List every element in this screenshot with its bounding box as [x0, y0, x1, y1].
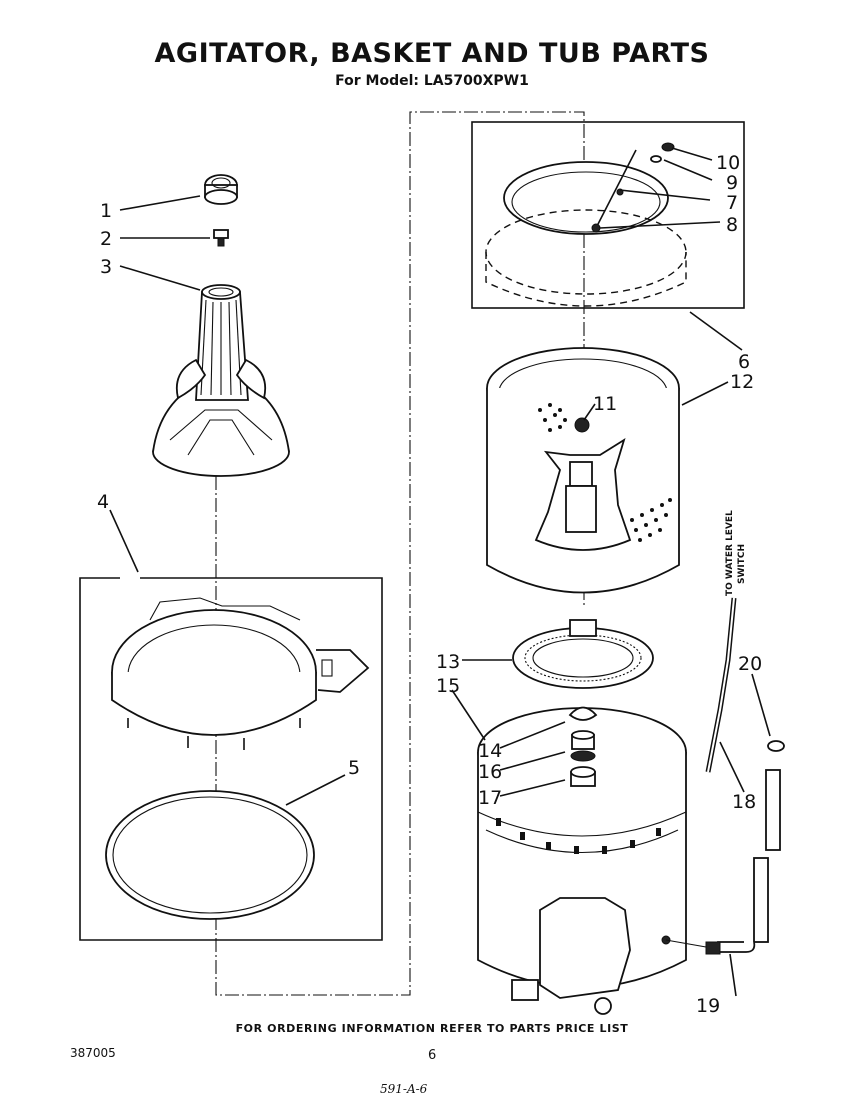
- callout-2: 2: [100, 228, 112, 250]
- handwritten-note: 591-A-6: [380, 1082, 428, 1096]
- tub-ring-group-box: [79, 577, 383, 941]
- pressure-hose: [705, 597, 737, 773]
- callout-20: 20: [738, 653, 762, 675]
- agitator-cap: [204, 174, 238, 205]
- document-number: 387005: [70, 1046, 116, 1060]
- callout-3: 3: [100, 256, 112, 278]
- callout-18: 18: [732, 791, 756, 813]
- callout-4: 4: [97, 491, 109, 513]
- agitator-bolt: [213, 229, 229, 247]
- callout-10: 10: [716, 152, 740, 174]
- callout-14: 14: [478, 740, 502, 762]
- callout-19: 19: [696, 995, 720, 1017]
- washer-and-nut: [650, 142, 675, 163]
- basket-drive-plate: [512, 619, 654, 689]
- ring-seal: [105, 790, 315, 920]
- page-title: AGITATOR, BASKET AND TUB PARTS: [154, 38, 710, 69]
- callout-13: 13: [436, 651, 460, 673]
- callout-1: 1: [100, 200, 112, 222]
- water-level-text: TO WATER LEVEL: [725, 510, 735, 596]
- callout-7: 7: [726, 192, 738, 214]
- callout-17: 17: [478, 787, 502, 809]
- balance-ring: [485, 149, 687, 307]
- callout-6: 6: [738, 351, 750, 373]
- drain-hose: [665, 740, 785, 955]
- basket-holes: [538, 403, 672, 542]
- model-subtitle: For Model: LA5700XPW1: [335, 73, 529, 89]
- hub-components: [568, 706, 598, 787]
- page-number: 6: [428, 1048, 437, 1063]
- wash-basket: [486, 347, 680, 594]
- callout-8: 8: [726, 214, 738, 236]
- switch-text: SWITCH: [737, 544, 747, 584]
- balance-ring-group-box: [471, 121, 745, 309]
- water-level-label: TO WATER LEVEL SWITCH: [725, 510, 747, 596]
- callout-11: 11: [593, 393, 617, 415]
- callout-numbers: 1 2 3 4 5 6 7 8 9 10 11 12 13 14 15 16 1…: [97, 152, 762, 1017]
- ordering-note: FOR ORDERING INFORMATION REFER TO PARTS …: [235, 1022, 629, 1035]
- callout-16: 16: [478, 761, 502, 783]
- leader-lines: [109, 147, 771, 997]
- callout-5: 5: [348, 757, 360, 779]
- callout-9: 9: [726, 172, 738, 194]
- callout-15: 15: [436, 675, 460, 697]
- tub-slots: [496, 818, 661, 854]
- callout-12: 12: [730, 371, 754, 393]
- agitator: [152, 284, 290, 477]
- tub-ring: [111, 597, 370, 750]
